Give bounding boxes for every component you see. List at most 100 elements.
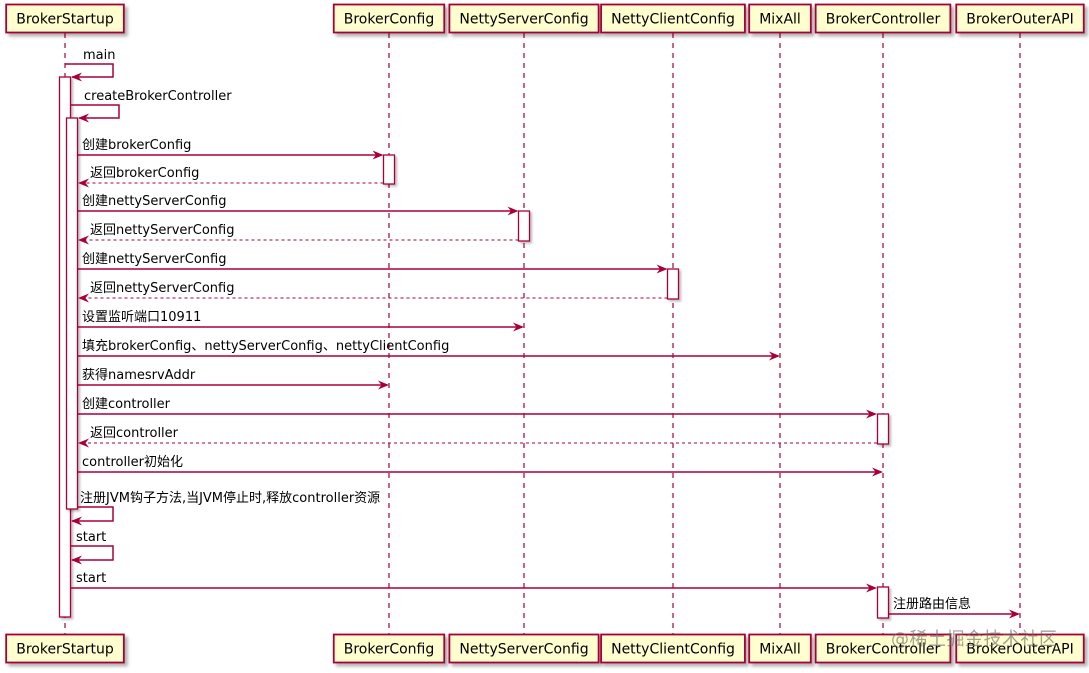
- self-message-line: [72, 506, 114, 522]
- participant-bottom-BrokerOuterAPI: BrokerOuterAPI: [955, 633, 1085, 664]
- message-label-14: 注册JVM钩子方法,当JVM停止时,释放controller资源: [80, 490, 380, 506]
- message-label-3: 返回brokerConfig: [90, 166, 199, 181]
- arrowhead-icon: [78, 438, 89, 448]
- message-16-sync: start: [71, 571, 877, 593]
- message-label-6: 创建nettyServerConfig: [82, 252, 226, 267]
- message-label-10: 获得namesrvAddr: [82, 367, 196, 383]
- message-label-9: 填充brokerConfig、nettyServerConfig、nettyCl…: [82, 338, 449, 354]
- message-label-1: createBrokerController: [84, 89, 232, 104]
- message-17-sync: 注册路由信息: [888, 596, 1020, 619]
- message-label-2: 创建brokerConfig: [82, 138, 191, 153]
- message-12-return: 返回controller: [78, 426, 877, 448]
- participant-bottom-MixAll: MixAll: [748, 633, 812, 664]
- arrowhead-icon: [372, 150, 384, 160]
- arrowhead-icon: [78, 293, 89, 303]
- participant-box-BrokerOuterAPI: [955, 3, 1085, 34]
- message-label-17: 注册路由信息: [893, 596, 971, 612]
- participant-label-NettyClientConfig: NettyClientConfig: [611, 12, 735, 28]
- message-label-15: start: [76, 530, 106, 545]
- participant-label-NettyServerConfig: NettyServerConfig: [459, 12, 588, 28]
- participant-label-BrokerStartup: BrokerStartup: [16, 12, 114, 28]
- participant-box-NettyServerConfig: [448, 633, 600, 664]
- watermark: @稀土掘金技术社区: [891, 629, 1058, 650]
- message-14-self: 注册JVM钩子方法,当JVM停止时,释放controller资源: [71, 490, 380, 526]
- message-6-sync: 创建nettyServerConfig: [78, 252, 668, 274]
- participant-top-NettyClientConfig: NettyClientConfig: [600, 3, 746, 34]
- participant-label-BrokerController: BrokerController: [826, 642, 941, 658]
- self-message-line: [65, 63, 114, 78]
- arrowhead-icon: [78, 113, 89, 123]
- arrowhead-icon: [71, 516, 82, 526]
- participant-box-NettyServerConfig: [448, 3, 600, 34]
- self-message-line: [71, 104, 120, 119]
- participant-bottom-BrokerStartup: BrokerStartup: [5, 633, 125, 664]
- message-label-4: 创建nettyServerConfig: [82, 194, 226, 209]
- participant-label-BrokerController: BrokerController: [826, 12, 941, 28]
- message-7-return: 返回nettyServerConfig: [78, 281, 668, 303]
- message-label-0: main: [83, 48, 115, 63]
- message-3-return: 返回brokerConfig: [78, 166, 384, 188]
- arrowhead-icon: [71, 555, 82, 565]
- message-label-5: 返回nettyServerConfig: [90, 223, 234, 238]
- message-15-self: start: [71, 530, 114, 565]
- arrowhead-icon: [78, 178, 89, 188]
- participant-bottom-NettyServerConfig: NettyServerConfig: [448, 633, 600, 664]
- participant-box-NettyClientConfig: [600, 633, 746, 664]
- message-label-13: controller初始化: [82, 455, 183, 470]
- participant-box-MixAll: [748, 3, 812, 34]
- arrowhead-icon: [513, 322, 524, 332]
- message-9-sync: 填充brokerConfig、nettyServerConfig、nettyCl…: [78, 338, 780, 361]
- message-label-8: 设置监听端口10911: [82, 310, 201, 325]
- message-11-sync: 创建controller: [78, 397, 877, 419]
- message-label-7: 返回nettyServerConfig: [90, 281, 234, 296]
- participant-box-BrokerStartup: [5, 3, 125, 34]
- message-13-sync: controller初始化: [78, 455, 883, 477]
- message-5-return: 返回nettyServerConfig: [78, 223, 519, 245]
- message-label-12: 返回controller: [90, 426, 179, 441]
- participant-box-BrokerOuterAPI: [955, 633, 1085, 664]
- participant-box-BrokerController: [814, 633, 952, 664]
- participant-label-BrokerStartup: BrokerStartup: [16, 642, 114, 658]
- arrowhead-icon: [71, 72, 82, 82]
- arrowhead-icon: [769, 351, 780, 361]
- activation-bar-BrokerStartup-1: [65, 117, 79, 510]
- participant-box-BrokerConfig: [332, 633, 446, 664]
- arrowhead-icon: [78, 235, 89, 245]
- message-label-11: 创建controller: [82, 397, 171, 412]
- participant-top-BrokerConfig: BrokerConfig: [332, 3, 446, 34]
- arrowhead-icon: [866, 583, 877, 593]
- participant-bottom-NettyClientConfig: NettyClientConfig: [600, 633, 746, 664]
- participant-label-BrokerConfig: BrokerConfig: [344, 12, 435, 28]
- participant-label-BrokerOuterAPI: BrokerOuterAPI: [966, 12, 1074, 28]
- participant-top-NettyServerConfig: NettyServerConfig: [448, 3, 600, 34]
- participant-bottom-BrokerController: BrokerController: [814, 633, 952, 664]
- participant-top-BrokerOuterAPI: BrokerOuterAPI: [955, 3, 1085, 34]
- participant-top-BrokerStartup: BrokerStartup: [5, 3, 125, 34]
- activation-bar-NettyClientConfig-4: [666, 268, 680, 300]
- arrowhead-icon: [507, 206, 519, 216]
- participant-box-BrokerController: [814, 3, 952, 34]
- participant-bottom-BrokerConfig: BrokerConfig: [332, 633, 446, 664]
- participant-box-MixAll: [748, 633, 812, 664]
- activation-bar-BrokerController-6: [876, 586, 890, 619]
- arrowhead-icon: [656, 264, 668, 274]
- message-label-16: start: [76, 571, 106, 586]
- participant-label-BrokerOuterAPI: BrokerOuterAPI: [966, 642, 1074, 658]
- message-4-sync: 创建nettyServerConfig: [78, 194, 519, 216]
- participant-box-NettyClientConfig: [600, 3, 746, 34]
- activation-bar-NettyServerConfig-3: [517, 210, 531, 242]
- participant-label-NettyClientConfig: NettyClientConfig: [611, 642, 735, 658]
- participant-label-NettyServerConfig: NettyServerConfig: [459, 642, 588, 658]
- self-message-line: [71, 545, 114, 561]
- arrowhead-icon: [378, 380, 389, 390]
- arrowhead-icon: [872, 467, 883, 477]
- activation-bar-BrokerConfig-2: [382, 154, 396, 185]
- activation-bar-BrokerController-5: [876, 413, 890, 445]
- arrowhead-icon: [1009, 609, 1020, 619]
- arrowhead-icon: [866, 409, 877, 419]
- participant-box-BrokerConfig: [332, 3, 446, 34]
- message-10-sync: 获得namesrvAddr: [78, 367, 389, 390]
- participant-label-BrokerConfig: BrokerConfig: [344, 642, 435, 658]
